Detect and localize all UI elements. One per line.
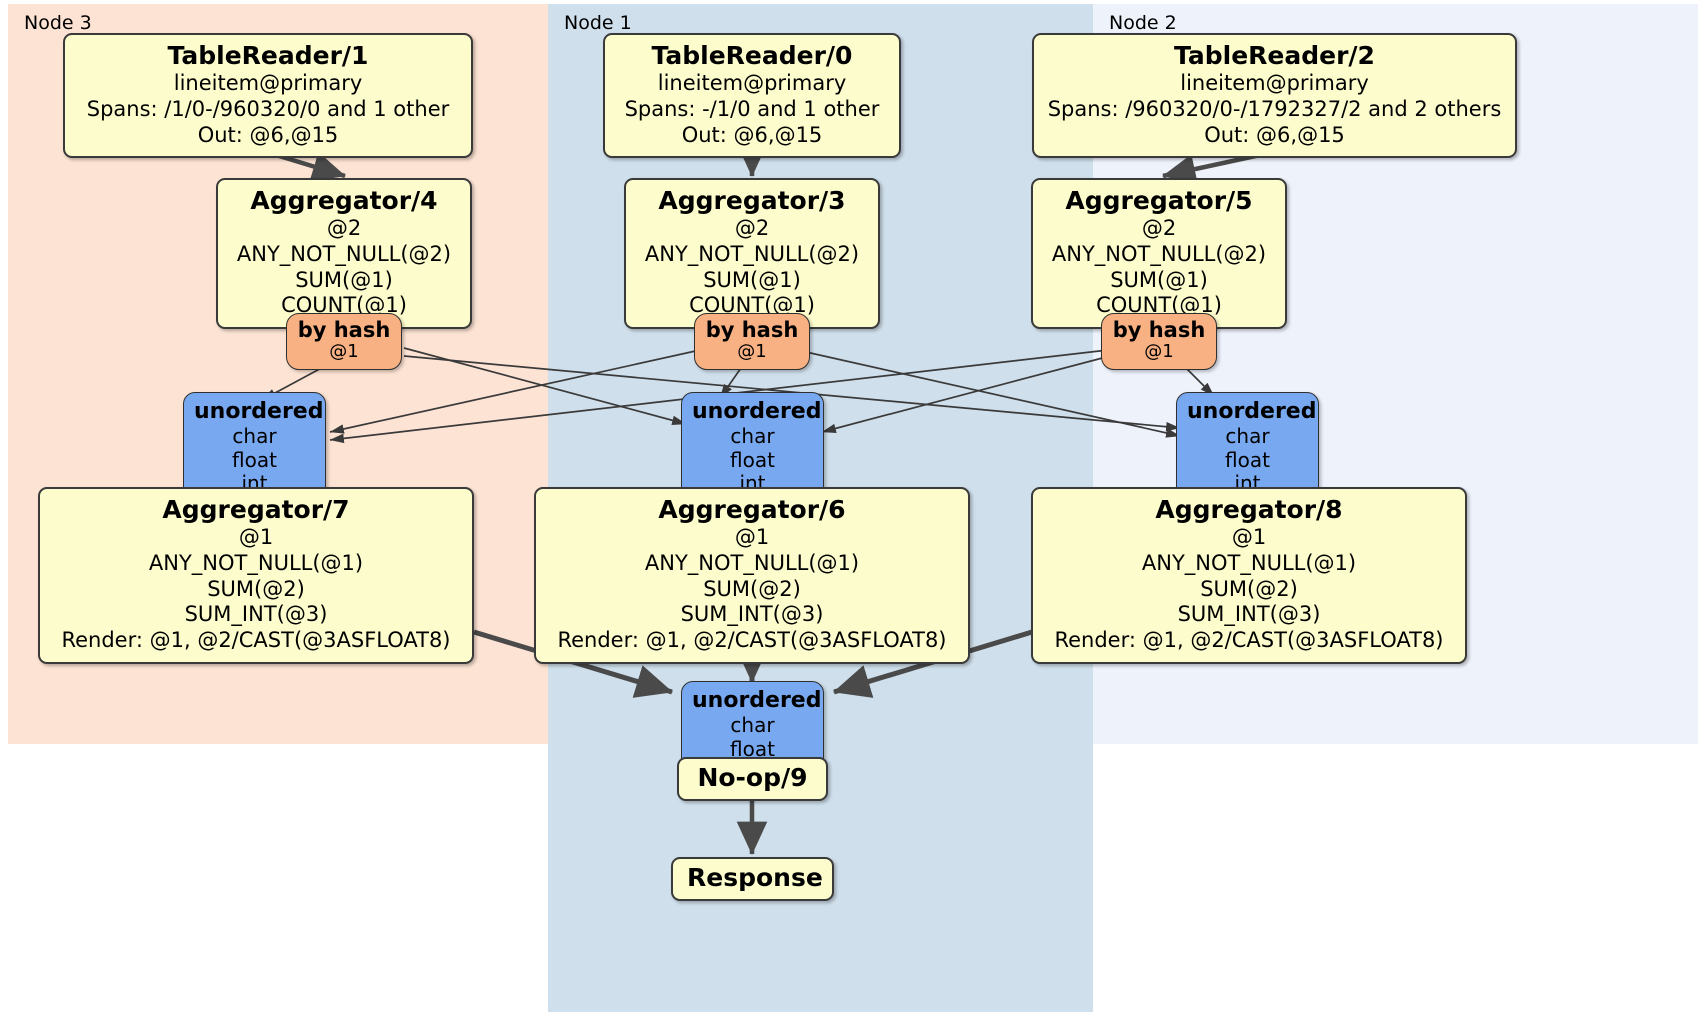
processor-spans: Spans: /1/0-/960320/0 and 1 other	[86, 96, 450, 121]
processor-group-cols: @2	[1141, 216, 1177, 240]
router-box-by-hash-node1[interactable]: by hash @1	[694, 313, 810, 370]
processor-box-aggregator-6[interactable]: Aggregator/6 @1 ANY_NOT_NULL(@1) SUM(@2)…	[534, 487, 970, 665]
processor-agg-1: ANY_NOT_NULL(@1)	[644, 550, 860, 575]
router-title: by hash	[705, 318, 799, 342]
processor-table: lineitem@primary	[173, 71, 363, 95]
synchronizer-type-2: float	[1225, 447, 1270, 472]
router-column: @1	[1144, 341, 1174, 363]
processor-agg-1: ANY_NOT_NULL(@2)	[1051, 241, 1267, 266]
synchronizer-box-unordered-node3[interactable]: unordered char float int	[183, 392, 326, 505]
processor-agg-1: ANY_NOT_NULL(@1)	[1141, 550, 1357, 575]
processor-agg-2: SUM(@2)	[207, 576, 305, 601]
synchronizer-type-2: float	[232, 447, 277, 472]
synchronizer-type-2: float	[730, 736, 775, 761]
processor-agg-1: ANY_NOT_NULL(@2)	[236, 241, 452, 266]
processor-out: Out: @6,@15	[1204, 122, 1345, 147]
processor-title: Aggregator/6	[658, 495, 846, 524]
router-column: @1	[329, 341, 359, 363]
processor-render: Render: @1, @2/CAST(@3ASFLOAT8)	[61, 628, 451, 653]
router-box-by-hash-node2[interactable]: by hash @1	[1101, 313, 1217, 370]
processor-box-tablereader-2[interactable]: TableReader/2 lineitem@primary Spans: /9…	[1032, 33, 1517, 159]
synchronizer-type-1: char	[730, 423, 775, 448]
processor-box-tablereader-1[interactable]: TableReader/1 lineitem@primary Spans: /1…	[63, 33, 473, 159]
node-panel-label-node3: Node 3	[24, 12, 92, 34]
processor-agg-3: SUM_INT(@3)	[680, 602, 824, 627]
processor-spans: Spans: -/1/0 and 1 other	[624, 96, 880, 121]
processor-group-cols: @1	[238, 525, 274, 549]
processor-box-tablereader-0[interactable]: TableReader/0 lineitem@primary Spans: -/…	[603, 33, 901, 159]
router-box-by-hash-node3[interactable]: by hash @1	[286, 313, 402, 370]
processor-title: Aggregator/7	[162, 495, 350, 524]
processor-agg-3: SUM_INT(@3)	[184, 602, 328, 627]
processor-box-aggregator-3[interactable]: Aggregator/3 @2 ANY_NOT_NULL(@2) SUM(@1)…	[624, 178, 880, 330]
processor-agg-3: SUM_INT(@3)	[1177, 602, 1321, 627]
router-title: by hash	[1112, 318, 1206, 342]
processor-title: Response	[687, 863, 823, 892]
processor-box-noop-9[interactable]: No-op/9	[677, 757, 828, 801]
processor-box-response[interactable]: Response	[671, 857, 834, 901]
node-panel-label-node1: Node 1	[564, 12, 632, 34]
processor-agg-2: SUM(@1)	[1110, 267, 1208, 292]
processor-title: Aggregator/3	[658, 186, 846, 215]
processor-agg-2: SUM(@2)	[1200, 576, 1298, 601]
processor-title: Aggregator/4	[250, 186, 438, 215]
synchronizer-type-1: char	[1225, 423, 1270, 448]
processor-spans: Spans: /960320/0-/1792327/2 and 2 others	[1047, 96, 1502, 121]
synchronizer-type-1: char	[232, 423, 277, 448]
processor-render: Render: @1, @2/CAST(@3ASFLOAT8)	[1054, 628, 1444, 653]
processor-title: Aggregator/5	[1065, 186, 1253, 215]
processor-agg-1: ANY_NOT_NULL(@1)	[148, 550, 364, 575]
synchronizer-title: unordered	[692, 399, 822, 424]
processor-agg-2: SUM(@1)	[703, 267, 801, 292]
router-title: by hash	[297, 318, 391, 342]
synchronizer-type-2: float	[730, 447, 775, 472]
synchronizer-title: unordered	[1187, 399, 1317, 424]
synchronizer-box-unordered-final[interactable]: unordered char float	[681, 681, 824, 771]
processor-title: TableReader/1	[167, 41, 369, 70]
processor-box-aggregator-8[interactable]: Aggregator/8 @1 ANY_NOT_NULL(@1) SUM(@2)…	[1031, 487, 1467, 665]
processor-group-cols: @1	[1231, 525, 1267, 549]
node-panel-label-node2: Node 2	[1109, 12, 1177, 34]
processor-group-cols: @1	[734, 525, 770, 549]
processor-group-cols: @2	[734, 216, 770, 240]
processor-title: No-op/9	[697, 763, 808, 792]
processor-box-aggregator-7[interactable]: Aggregator/7 @1 ANY_NOT_NULL(@1) SUM(@2)…	[38, 487, 474, 665]
processor-out: Out: @6,@15	[681, 122, 823, 147]
router-column: @1	[737, 341, 767, 363]
processor-title: TableReader/0	[651, 41, 853, 70]
synchronizer-type-1: char	[730, 712, 775, 737]
processor-render: Render: @1, @2/CAST(@3ASFLOAT8)	[557, 628, 947, 653]
processor-agg-1: ANY_NOT_NULL(@2)	[644, 241, 860, 266]
processor-title: Aggregator/8	[1155, 495, 1343, 524]
processor-table: lineitem@primary	[657, 71, 847, 95]
synchronizer-title: unordered	[194, 399, 324, 424]
processor-agg-2: SUM(@2)	[703, 576, 801, 601]
processor-table: lineitem@primary	[1180, 71, 1369, 95]
processor-agg-2: SUM(@1)	[295, 267, 393, 292]
processor-group-cols: @2	[326, 216, 362, 240]
processor-out: Out: @6,@15	[197, 122, 339, 147]
synchronizer-title: unordered	[692, 688, 822, 713]
processor-box-aggregator-5[interactable]: Aggregator/5 @2 ANY_NOT_NULL(@2) SUM(@1)…	[1031, 178, 1287, 330]
processor-title: TableReader/2	[1174, 41, 1375, 70]
processor-box-aggregator-4[interactable]: Aggregator/4 @2 ANY_NOT_NULL(@2) SUM(@1)…	[216, 178, 472, 330]
